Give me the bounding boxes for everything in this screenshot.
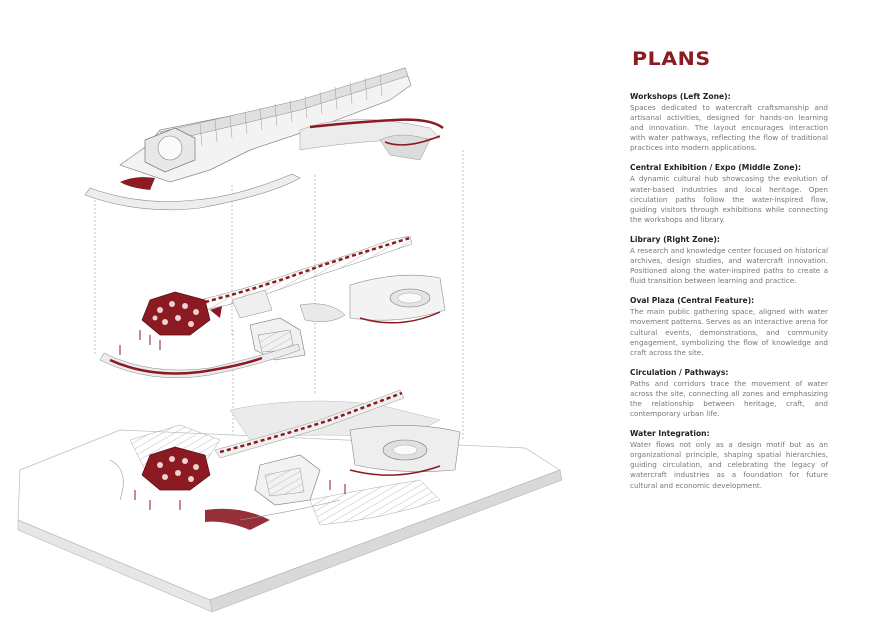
section-oval-plaza: Oval Plaza (Central Feature): The main p… [630,296,828,357]
plans-text-panel: PLANS Workshops (Left Zone): Spaces dedi… [630,48,828,501]
page-title: PLANS [632,48,711,70]
section-body: Spaces dedicated to watercraft craftsman… [630,103,828,153]
section-workshops: Workshops (Left Zone): Spaces dedicated … [630,92,828,153]
section-body: A research and knowledge center focused … [630,245,828,286]
bottom-layer-site [17,389,563,613]
projection-guides [94,150,464,488]
section-body: A dynamic cultural hub showcasing the ev… [630,174,828,224]
middle-layer-plan [99,235,446,379]
section-heading: Water Integration: [630,429,710,439]
exploded-axonometric-drawing [17,67,563,613]
section-body: The main public gathering space, aligned… [630,307,828,357]
section-heading: Central Exhibition / Expo (Middle Zone): [630,163,801,173]
section-heading: Library (Right Zone): [630,234,720,244]
section-central-exhibition: Central Exhibition / Expo (Middle Zone):… [630,163,828,224]
section-water-integration: Water Integration: Water flows not only … [630,429,828,490]
section-circulation: Circulation / Pathways: Paths and corrid… [630,368,828,419]
section-body: Paths and corridors trace the movement o… [630,378,828,419]
section-heading: Workshops (Left Zone): [630,92,731,101]
section-heading: Oval Plaza (Central Feature): [630,296,755,306]
section-library: Library (Right Zone): A research and kno… [630,235,828,286]
section-heading: Circulation / Pathways: [630,367,729,377]
top-layer-workshops [84,67,444,211]
section-body: Water flows not only as a design motif b… [630,440,828,490]
